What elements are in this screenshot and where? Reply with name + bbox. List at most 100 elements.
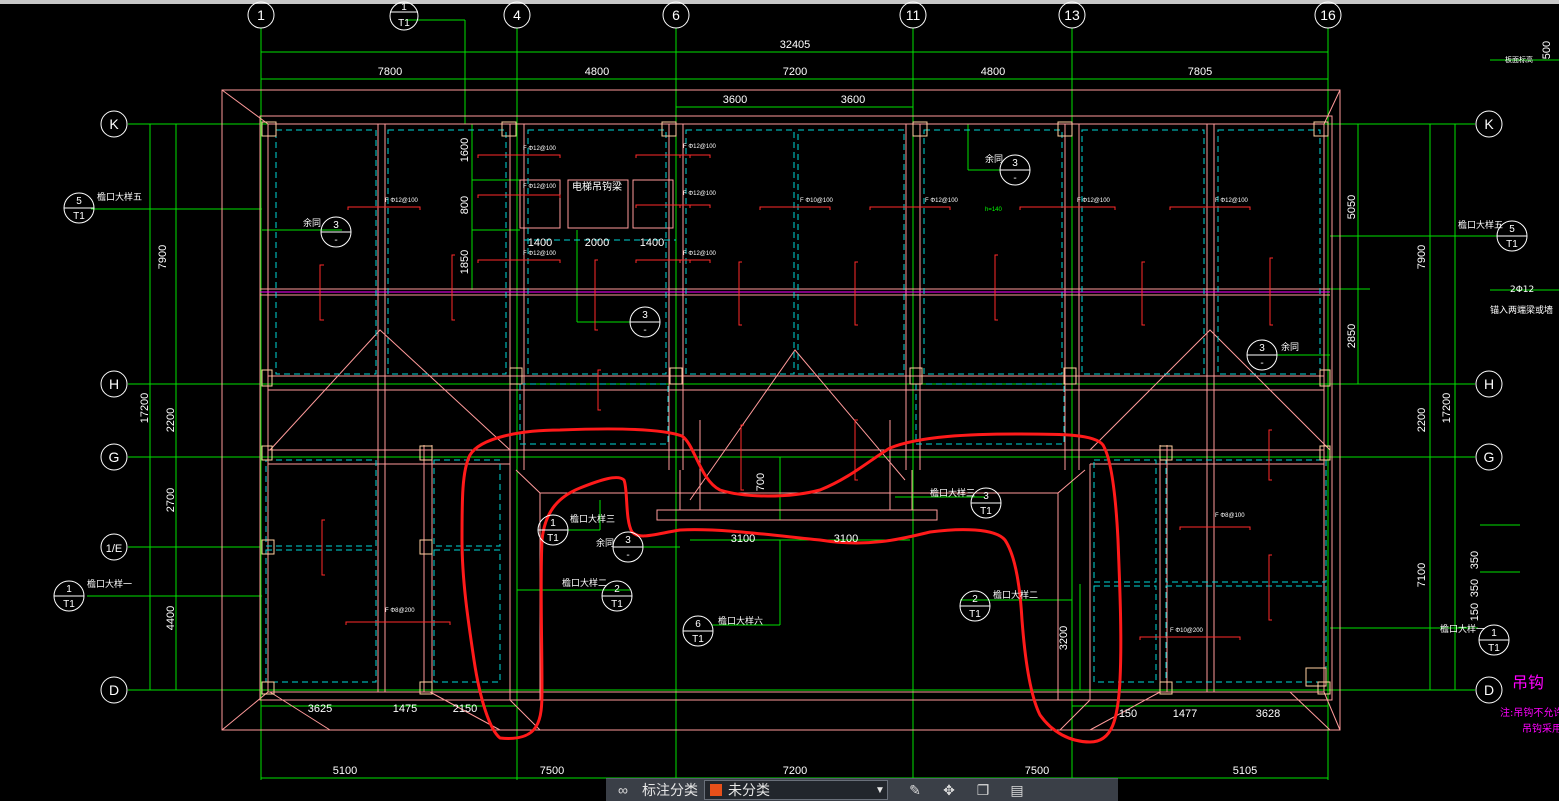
svg-text:T1: T1 bbox=[611, 599, 623, 610]
slab-outlines bbox=[265, 129, 1327, 683]
rebar-text-10: F Φ12@100 bbox=[1215, 198, 1249, 204]
svg-text:6: 6 bbox=[672, 7, 680, 23]
detail-bubble-2-a: 2 T1 bbox=[601, 580, 633, 612]
svg-text:T1: T1 bbox=[63, 599, 75, 610]
dim-bl-2: 1475 bbox=[393, 703, 417, 715]
axis-bubble-top-1: 1 bbox=[247, 1, 275, 29]
dim-br-1: 150 bbox=[1119, 708, 1137, 720]
axis-bubble-left-G: G bbox=[100, 443, 128, 471]
svg-text:5: 5 bbox=[1509, 224, 1515, 235]
svg-text:G: G bbox=[109, 449, 120, 465]
axis-bubble-right-H: H bbox=[1475, 370, 1503, 398]
detail-bubble-3-a: 3 - bbox=[320, 216, 352, 248]
dim-top-5: 7805 bbox=[1188, 66, 1212, 78]
dim-br-3: 3628 bbox=[1256, 708, 1280, 720]
svg-text:-: - bbox=[626, 550, 629, 561]
detail-bubble-3-d: 3 - bbox=[1246, 339, 1278, 371]
move-icon[interactable]: ✥ bbox=[943, 782, 955, 798]
category-color-swatch bbox=[710, 784, 722, 796]
category-dropdown[interactable]: 未分类 ▼ bbox=[704, 780, 888, 800]
dim-inner-v3: 1850 bbox=[459, 250, 471, 274]
note-line2: 吊钩采用Ⅰ bbox=[1522, 723, 1559, 735]
note-line1: 注:吊钩不允许采 bbox=[1500, 706, 1559, 719]
label-detail6: 檐口大样六 bbox=[718, 615, 763, 627]
paste-icon[interactable]: ▤ bbox=[1010, 782, 1024, 798]
dim-left-4: 4400 bbox=[165, 606, 177, 630]
dim-350-a: 350 bbox=[1469, 551, 1481, 569]
axis-bubble-top-6: 6 bbox=[662, 1, 690, 29]
link-icon[interactable]: ∞ bbox=[618, 782, 628, 798]
detail-bubbles: 5 T1 1 T1 1 T1 5 T1 1 T1 3 - 3 - 3 - 3 -… bbox=[53, 1, 1528, 656]
svg-text:-: - bbox=[1013, 173, 1016, 184]
label-detail2-a: 檐口大样二 bbox=[562, 577, 607, 589]
svg-text:T1: T1 bbox=[692, 634, 704, 645]
dim-bot-1: 5100 bbox=[333, 765, 357, 777]
dim-right-5: 3200 bbox=[1058, 626, 1070, 650]
beam-outline bbox=[221, 89, 1341, 731]
chevron-down-icon: ▼ bbox=[875, 784, 885, 796]
svg-text:6: 6 bbox=[695, 619, 701, 630]
detail-bubble-3-b: 3 - bbox=[999, 154, 1031, 186]
svg-text:T1: T1 bbox=[969, 609, 981, 620]
svg-text:13: 13 bbox=[1064, 7, 1080, 23]
toolbar-label: 标注分类 bbox=[642, 782, 698, 798]
svg-text:1: 1 bbox=[1491, 628, 1497, 639]
svg-text:T1: T1 bbox=[1506, 239, 1518, 250]
svg-text:K: K bbox=[109, 116, 119, 132]
dim-top-3: 7200 bbox=[783, 66, 807, 78]
label-detail1-left: 檐口大样一 bbox=[87, 578, 132, 590]
svg-text:11: 11 bbox=[906, 7, 921, 23]
dim-right-4: 7100 bbox=[1416, 563, 1428, 587]
rebar-text-12: F Φ8@100 bbox=[1215, 513, 1245, 519]
svg-text:T1: T1 bbox=[398, 18, 410, 29]
axis-bubble-top-16: 16 bbox=[1314, 1, 1342, 29]
svg-text:1: 1 bbox=[401, 2, 407, 13]
dim-bot-4: 7500 bbox=[1025, 765, 1049, 777]
svg-text:H: H bbox=[109, 376, 119, 392]
dim-500: 500 bbox=[1541, 41, 1553, 59]
svg-text:-: - bbox=[1260, 358, 1263, 369]
detail-bubble-1-top: 1 T1 bbox=[389, 1, 419, 31]
axis-bubble-left-1E: 1/E bbox=[100, 533, 128, 561]
annotation-labels: 檐口大样五 檐口大样一 檐口大样五 檐口大样一 余同 余同 余同 余同 檐口大样… bbox=[87, 55, 1553, 635]
dim-inner-v2: 800 bbox=[459, 196, 471, 214]
rebar-text-7: F Φ10@100 bbox=[800, 198, 834, 204]
rebar-text-11: F Φ12@100 bbox=[385, 198, 419, 204]
detail-bubble-1-mid: 1 T1 bbox=[537, 514, 569, 546]
dimension-texts: 32405 7800 4800 7200 4800 7805 3600 3600… bbox=[139, 39, 1553, 777]
rebar-text-9: F Φ12@100 bbox=[1077, 198, 1111, 204]
axis-bubble-left-K: K bbox=[100, 110, 128, 138]
dim-inner-v1: 1600 bbox=[459, 138, 471, 162]
label-elevator: 电梯吊钩梁 bbox=[572, 180, 622, 193]
dim-right-3: 2200 bbox=[1416, 408, 1428, 432]
svg-text:2: 2 bbox=[614, 584, 620, 595]
svg-text:2: 2 bbox=[972, 594, 978, 605]
label-detail5-right: 檐口大样五 bbox=[1458, 219, 1503, 231]
svg-text:G: G bbox=[1484, 449, 1495, 465]
copy-icon[interactable]: ❐ bbox=[976, 782, 990, 798]
dim-br-2: 1477 bbox=[1173, 708, 1197, 720]
rebar-h: h=140 bbox=[985, 207, 1003, 213]
edit-icon[interactable]: ✎ bbox=[909, 782, 921, 798]
label-right-note: 锚入两端梁或墙 bbox=[1490, 304, 1553, 316]
dim-bot-3: 7200 bbox=[783, 765, 807, 777]
svg-text:T1: T1 bbox=[547, 533, 559, 544]
svg-text:5: 5 bbox=[76, 196, 82, 207]
detail-bubble-3-f: 3 T1 bbox=[970, 487, 1002, 519]
svg-text:3: 3 bbox=[625, 535, 631, 546]
rebar-text-2: F Φ12@100 bbox=[523, 184, 557, 190]
axis-bubble-right-K: K bbox=[1475, 110, 1503, 138]
annotation-toolbar: ∞ 标注分类 未分类 ▼ ✎ ✥ ❐ ▤ bbox=[606, 778, 1118, 801]
axis-bubble-top-11: 11 bbox=[899, 1, 927, 29]
svg-text:16: 16 bbox=[1320, 7, 1336, 23]
label-detail1-right: 檐口大样一 bbox=[1440, 623, 1485, 635]
dim-left-1: 7900 bbox=[157, 245, 169, 269]
rebar-marks bbox=[319, 154, 1273, 640]
dim-inner-2: 2000 bbox=[585, 237, 609, 249]
dim-left-total: 17200 bbox=[139, 393, 151, 424]
dim-inner-3: 1400 bbox=[640, 237, 664, 249]
detail-bubble-6: 6 T1 bbox=[682, 615, 714, 647]
label-same-d: 余同 bbox=[596, 537, 614, 549]
dim-right-total: 17200 bbox=[1441, 393, 1453, 424]
